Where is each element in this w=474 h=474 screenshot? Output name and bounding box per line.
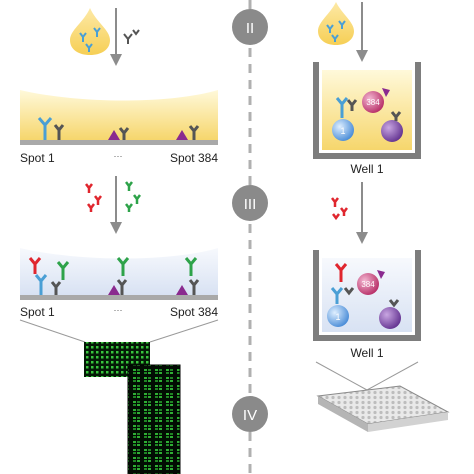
spot-ellipsis-2: ··· [114,305,123,315]
step-badge-iv: IV [232,396,268,432]
microarray-sample-incubation [20,90,218,145]
step-badge-iii: III [232,185,268,221]
spot-ellipsis: ··· [114,151,123,161]
zoom-line-right [149,319,219,343]
bead-label-384-b: 384 [361,280,375,289]
antigen-cluster-gray [123,29,140,44]
step-badge-ii: II [232,9,268,45]
bead-label-384: 384 [366,98,380,107]
detection-antibodies-right [331,197,348,221]
step-label-iii: III [244,196,257,213]
plate-zoom-line-left [315,361,368,391]
microarray-detection [20,248,218,300]
step-label-iv: IV [243,407,257,424]
bead-label-1-b: 1 [335,312,340,322]
spot-label-first: Spot 1 [20,151,55,165]
well-plate [316,385,450,432]
plate-zoom-line-right [366,361,419,391]
sample-drop-right [318,2,354,45]
spot-label-last-2: Spot 384 [170,305,218,319]
detection-antibodies-left [85,181,141,212]
well-detection: 1 384 [313,250,421,341]
well-sample-incubation: 1 384 [313,62,421,159]
sample-drop-left [70,8,110,55]
step-label-ii: II [246,20,254,37]
spot-label-first-2: Spot 1 [20,305,55,319]
bead-label-1: 1 [340,126,345,136]
zoom-line-left [19,319,86,343]
well-label-1: Well 1 [350,162,383,176]
microarray-scan-full [128,365,180,474]
well-label-1-b: Well 1 [350,346,383,360]
spot-label-last: Spot 384 [170,151,218,165]
